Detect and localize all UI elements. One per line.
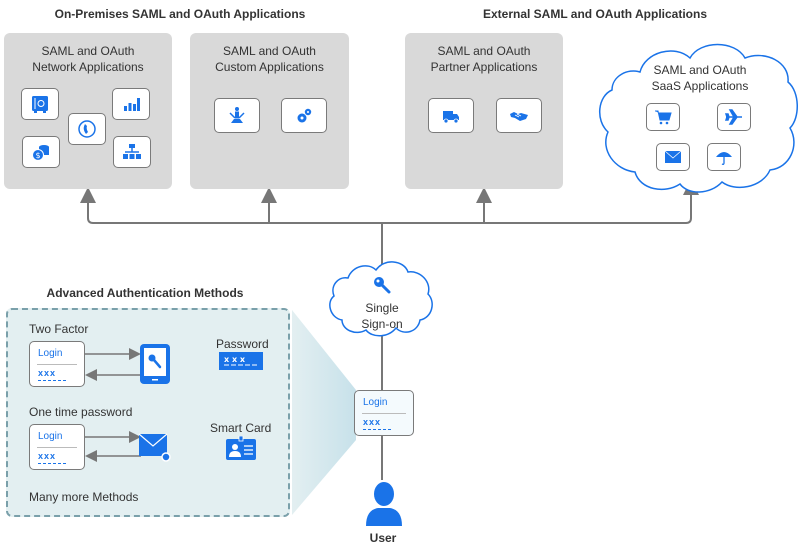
network-app-tile[interactable] [112, 88, 150, 120]
panel-title-line2: Network Applications [32, 60, 144, 74]
login-title: Login [38, 348, 63, 359]
password-mask: xxx [363, 417, 382, 427]
password-underline [38, 463, 66, 464]
gears-icon [297, 108, 312, 122]
email-otp-icon [138, 433, 171, 462]
bus-line [87, 188, 692, 224]
smart-card-icon [226, 436, 256, 460]
callout-fan [292, 310, 356, 515]
phone-icon [78, 120, 96, 138]
umbrella-icon [716, 152, 732, 165]
mobile-key-icon [140, 344, 170, 384]
sso-label-line2: Sign-on [361, 317, 403, 331]
otp-arrows [85, 431, 141, 462]
otp-label: One time password [29, 405, 133, 419]
login-separator [37, 447, 77, 448]
sso-cloud [329, 261, 433, 337]
two-factor-login-card[interactable]: Login xxx [29, 341, 85, 387]
network-app-tile[interactable]: $ [22, 136, 60, 168]
panel-title-line1: SAML and OAuth [41, 44, 135, 58]
database-money-icon: $ [32, 145, 49, 161]
user-icon [366, 482, 402, 526]
svg-text:x x x: x x x [224, 355, 246, 364]
two-factor-arrows [85, 348, 141, 381]
custom-app-tile[interactable] [214, 98, 260, 133]
airplane-icon [724, 109, 742, 125]
safe-icon [32, 96, 48, 113]
panel-title-line1: SAML and OAuth [653, 63, 747, 77]
external-heading: External SAML and OAuth Applications [482, 7, 708, 21]
smart-card-label: Smart Card [210, 421, 272, 435]
password-field-icon: x x x [219, 352, 263, 370]
custom-app-tile[interactable] [281, 98, 327, 133]
saas-app-tile[interactable] [717, 103, 751, 131]
password-mask: xxx [38, 368, 57, 378]
on-premises-heading: On-Premises SAML and OAuth Applications [54, 7, 306, 21]
person-tools-icon [229, 106, 245, 123]
sso-label: Single Sign-on [347, 300, 417, 332]
network-app-tile[interactable] [68, 113, 106, 145]
saas-app-tile[interactable] [646, 103, 680, 131]
saas-app-tile[interactable] [707, 143, 741, 171]
login-title: Login [38, 431, 63, 442]
password-underline [38, 380, 66, 381]
saas-cloud-title: SAML and OAuth SaaS Applications [620, 62, 780, 94]
custom-apps-panel: SAML and OAuth Custom Applications [190, 33, 349, 189]
central-login-card[interactable]: Login xxx [354, 390, 414, 436]
password-underline [363, 429, 391, 430]
handshake-icon [510, 111, 528, 121]
login-separator [362, 413, 406, 414]
many-more-label: Many more Methods [29, 490, 139, 504]
truck-icon [443, 110, 459, 123]
user-label: User [369, 531, 397, 545]
org-chart-icon [123, 144, 141, 159]
password-method-label: Password [216, 337, 269, 351]
network-apps-panel: SAML and OAuth Network Applications $ [4, 33, 172, 189]
partner-app-tile[interactable] [496, 98, 542, 133]
login-separator [37, 364, 77, 365]
bar-chart-icon [124, 98, 140, 111]
panel-title-line2: Custom Applications [215, 60, 324, 74]
panel-title-line1: SAML and OAuth [437, 44, 531, 58]
panel-title-line1: SAML and OAuth [223, 44, 316, 58]
password-mask: xxx [38, 451, 57, 461]
advanced-auth-heading: Advanced Authentication Methods [46, 286, 244, 300]
two-factor-label: Two Factor [29, 322, 89, 336]
saas-cloud [599, 43, 798, 193]
envelope-icon [664, 150, 682, 163]
partner-app-tile[interactable] [428, 98, 474, 133]
key-icon [374, 277, 391, 294]
shopping-cart-icon [655, 110, 672, 125]
login-title: Login [363, 397, 388, 408]
sso-label-line1: Single [365, 301, 399, 315]
otp-login-card[interactable]: Login xxx [29, 424, 85, 470]
saas-app-tile[interactable] [656, 143, 690, 171]
panel-title-line2: SaaS Applications [651, 79, 749, 93]
partner-apps-panel: SAML and OAuth Partner Applications [405, 33, 563, 189]
network-app-tile[interactable] [113, 136, 151, 168]
network-app-tile[interactable] [21, 88, 59, 120]
panel-title-line2: Partner Applications [430, 60, 538, 74]
svg-text:$: $ [35, 151, 40, 160]
